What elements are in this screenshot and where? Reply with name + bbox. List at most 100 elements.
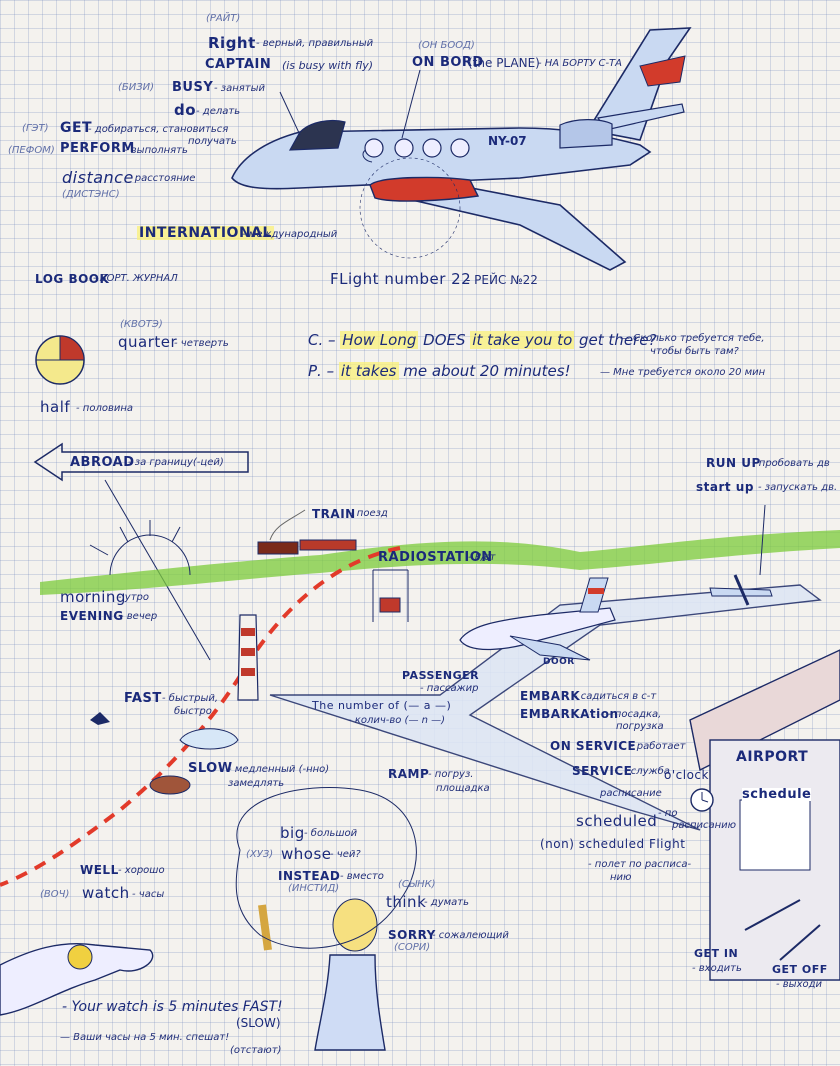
quarter-transcription: (КВОТЭ) bbox=[120, 319, 163, 330]
busy-translation: - занятый bbox=[214, 83, 266, 94]
train-icon bbox=[257, 509, 357, 555]
logbook-translation: - БОРТ. ЖУРНАЛ bbox=[93, 273, 178, 284]
distance-transcription: (ДИСТЭНС) bbox=[62, 189, 120, 200]
bird-icon bbox=[90, 712, 110, 725]
abroad-arrow bbox=[33, 442, 249, 661]
answer-prefix: Р. – bbox=[308, 362, 335, 380]
embark-word: EMBARK bbox=[520, 689, 581, 703]
train-word: TRAIN bbox=[312, 507, 356, 521]
train-translation: - поезд bbox=[350, 508, 388, 519]
nonscheduled-translation-2: нию bbox=[610, 872, 632, 883]
think-word: think bbox=[386, 893, 427, 911]
oclock-word: o'clock bbox=[664, 768, 709, 782]
bottom-sentence-translation: — Ваши часы на 5 мин. спешат! bbox=[60, 1032, 230, 1043]
instead-translation: - вместо bbox=[340, 871, 384, 882]
bottom-sentence-translation-2: (отстают) bbox=[230, 1045, 282, 1056]
bottom-sentence: - Your watch is 5 minutes FAST! bbox=[62, 999, 283, 1015]
instead-transcription: (ИНСТИД) bbox=[288, 883, 340, 894]
fast-translation: - быстрый, bbox=[162, 693, 219, 704]
quarter-half-circle bbox=[35, 335, 85, 385]
onservice-word: ON SERVICE bbox=[550, 739, 637, 753]
flight-number-word: FLight number 22 bbox=[330, 270, 472, 288]
watch-transcription: (ВОЧ) bbox=[40, 889, 70, 900]
nonscheduled-translation: - полет по расписа- bbox=[588, 859, 692, 870]
quarter-translation: - четверть bbox=[174, 338, 229, 349]
well-translation: - хорошо bbox=[118, 865, 165, 876]
captain-word: CAPTAIN bbox=[205, 57, 272, 72]
passenger-word: PASSENGER bbox=[402, 669, 480, 682]
perform-transcription: (ПЕФОМ) bbox=[8, 145, 55, 156]
distance-word: distance bbox=[62, 168, 134, 187]
get-word: GET bbox=[60, 120, 93, 136]
border-post-icon bbox=[237, 614, 259, 701]
scheduled-translation-2: расписанию bbox=[672, 820, 737, 831]
raspisanie-label: расписание bbox=[600, 788, 662, 799]
abroad-translation: - за границу(-цей) bbox=[128, 457, 224, 468]
runup-translation: - пробовать дв bbox=[752, 458, 830, 469]
nonscheduled-word: (non) scheduled Flight bbox=[540, 837, 686, 851]
embarkation-word: EMBARKAtion bbox=[520, 707, 619, 721]
service-word: SERVICE bbox=[572, 764, 633, 778]
get-transcription: (ГЭТ) bbox=[22, 123, 49, 134]
fast-word: FAST bbox=[124, 691, 162, 706]
fast-translation-2: быстро bbox=[174, 706, 212, 717]
startup-translation: - запускать дв. bbox=[758, 482, 838, 493]
schedule-sign: schedule bbox=[742, 787, 812, 802]
embarkation-translation: - посадка, bbox=[608, 709, 662, 720]
question-mid: DOES bbox=[423, 331, 466, 349]
runup-word: RUN UP bbox=[706, 456, 761, 470]
watch-word: watch bbox=[82, 884, 130, 902]
getoff-translation: - выходи bbox=[776, 979, 823, 990]
door-label: DOOR bbox=[543, 657, 575, 667]
onboard-word: ON BORD bbox=[412, 55, 484, 70]
onboard-transcription: (ОН БООД) bbox=[418, 40, 475, 51]
ramp-word: RAMP bbox=[388, 767, 430, 781]
evening-word: EVENING bbox=[60, 609, 124, 623]
radio-station-icon bbox=[372, 569, 409, 622]
dialogue-question: С. – How Long DOES it take you to get th… bbox=[308, 331, 656, 349]
get-translation-2: получать bbox=[188, 136, 237, 147]
do-translation: - делать bbox=[196, 106, 241, 117]
question-prefix: С. – bbox=[308, 331, 336, 349]
well-word: WELL bbox=[80, 863, 119, 877]
answer-end: me about 20 minutes! bbox=[403, 362, 571, 380]
half-translation: - половина bbox=[76, 403, 134, 414]
perform-word: PERFORM bbox=[60, 141, 135, 156]
small-plane-icon bbox=[709, 504, 773, 606]
onboard-translation: - НА БОРТУ С-ТА bbox=[538, 58, 623, 69]
do-word: do bbox=[174, 101, 197, 119]
slow-translation: - медленный (-нно) bbox=[228, 764, 330, 775]
airport-building bbox=[689, 649, 840, 981]
whose-translation: - чей? bbox=[330, 849, 361, 860]
right-translation: - верный, правильный bbox=[256, 38, 374, 49]
question-highlight-2: it take you to bbox=[470, 331, 575, 349]
morning-translation: - утро bbox=[118, 592, 149, 603]
bottom-sentence-slow: (SLOW) bbox=[236, 1016, 281, 1030]
get-translation: - добираться, становиться bbox=[88, 124, 229, 135]
ramp-translation: - погруз. bbox=[428, 769, 474, 780]
number-of-translation: - колич-во (— n —) bbox=[348, 715, 446, 726]
big-word: big bbox=[280, 824, 305, 842]
cloud-fast bbox=[179, 728, 239, 750]
airliner-on-apron bbox=[459, 577, 616, 661]
think-translation: - думать bbox=[424, 897, 470, 908]
big-translation: - большой bbox=[304, 828, 358, 839]
right-transcription: (РАЙТ) bbox=[206, 13, 241, 24]
morning-word: morning bbox=[60, 588, 126, 606]
question-translation-2: чтобы быть там? bbox=[650, 346, 739, 357]
snail-icon bbox=[149, 775, 191, 795]
onboard-note: (the PLANE) bbox=[468, 56, 540, 70]
ramp-translation-2: площадка bbox=[436, 783, 490, 794]
answer-translation: — Мне требуется около 20 мин bbox=[600, 367, 766, 378]
question-highlight-1: How Long bbox=[340, 331, 419, 349]
scheduled-translation: - по bbox=[658, 808, 678, 819]
half-word: half bbox=[40, 398, 71, 416]
slow-word: SLOW bbox=[188, 761, 233, 776]
sun-icon bbox=[89, 520, 191, 576]
whose-word: whose bbox=[281, 845, 332, 863]
captain-note: (is busy with fly) bbox=[282, 59, 374, 72]
watch-translation: - часы bbox=[132, 889, 165, 900]
busy-word: BUSY bbox=[172, 80, 214, 95]
flight-path bbox=[0, 546, 401, 887]
service-translation: - служба bbox=[624, 766, 670, 777]
